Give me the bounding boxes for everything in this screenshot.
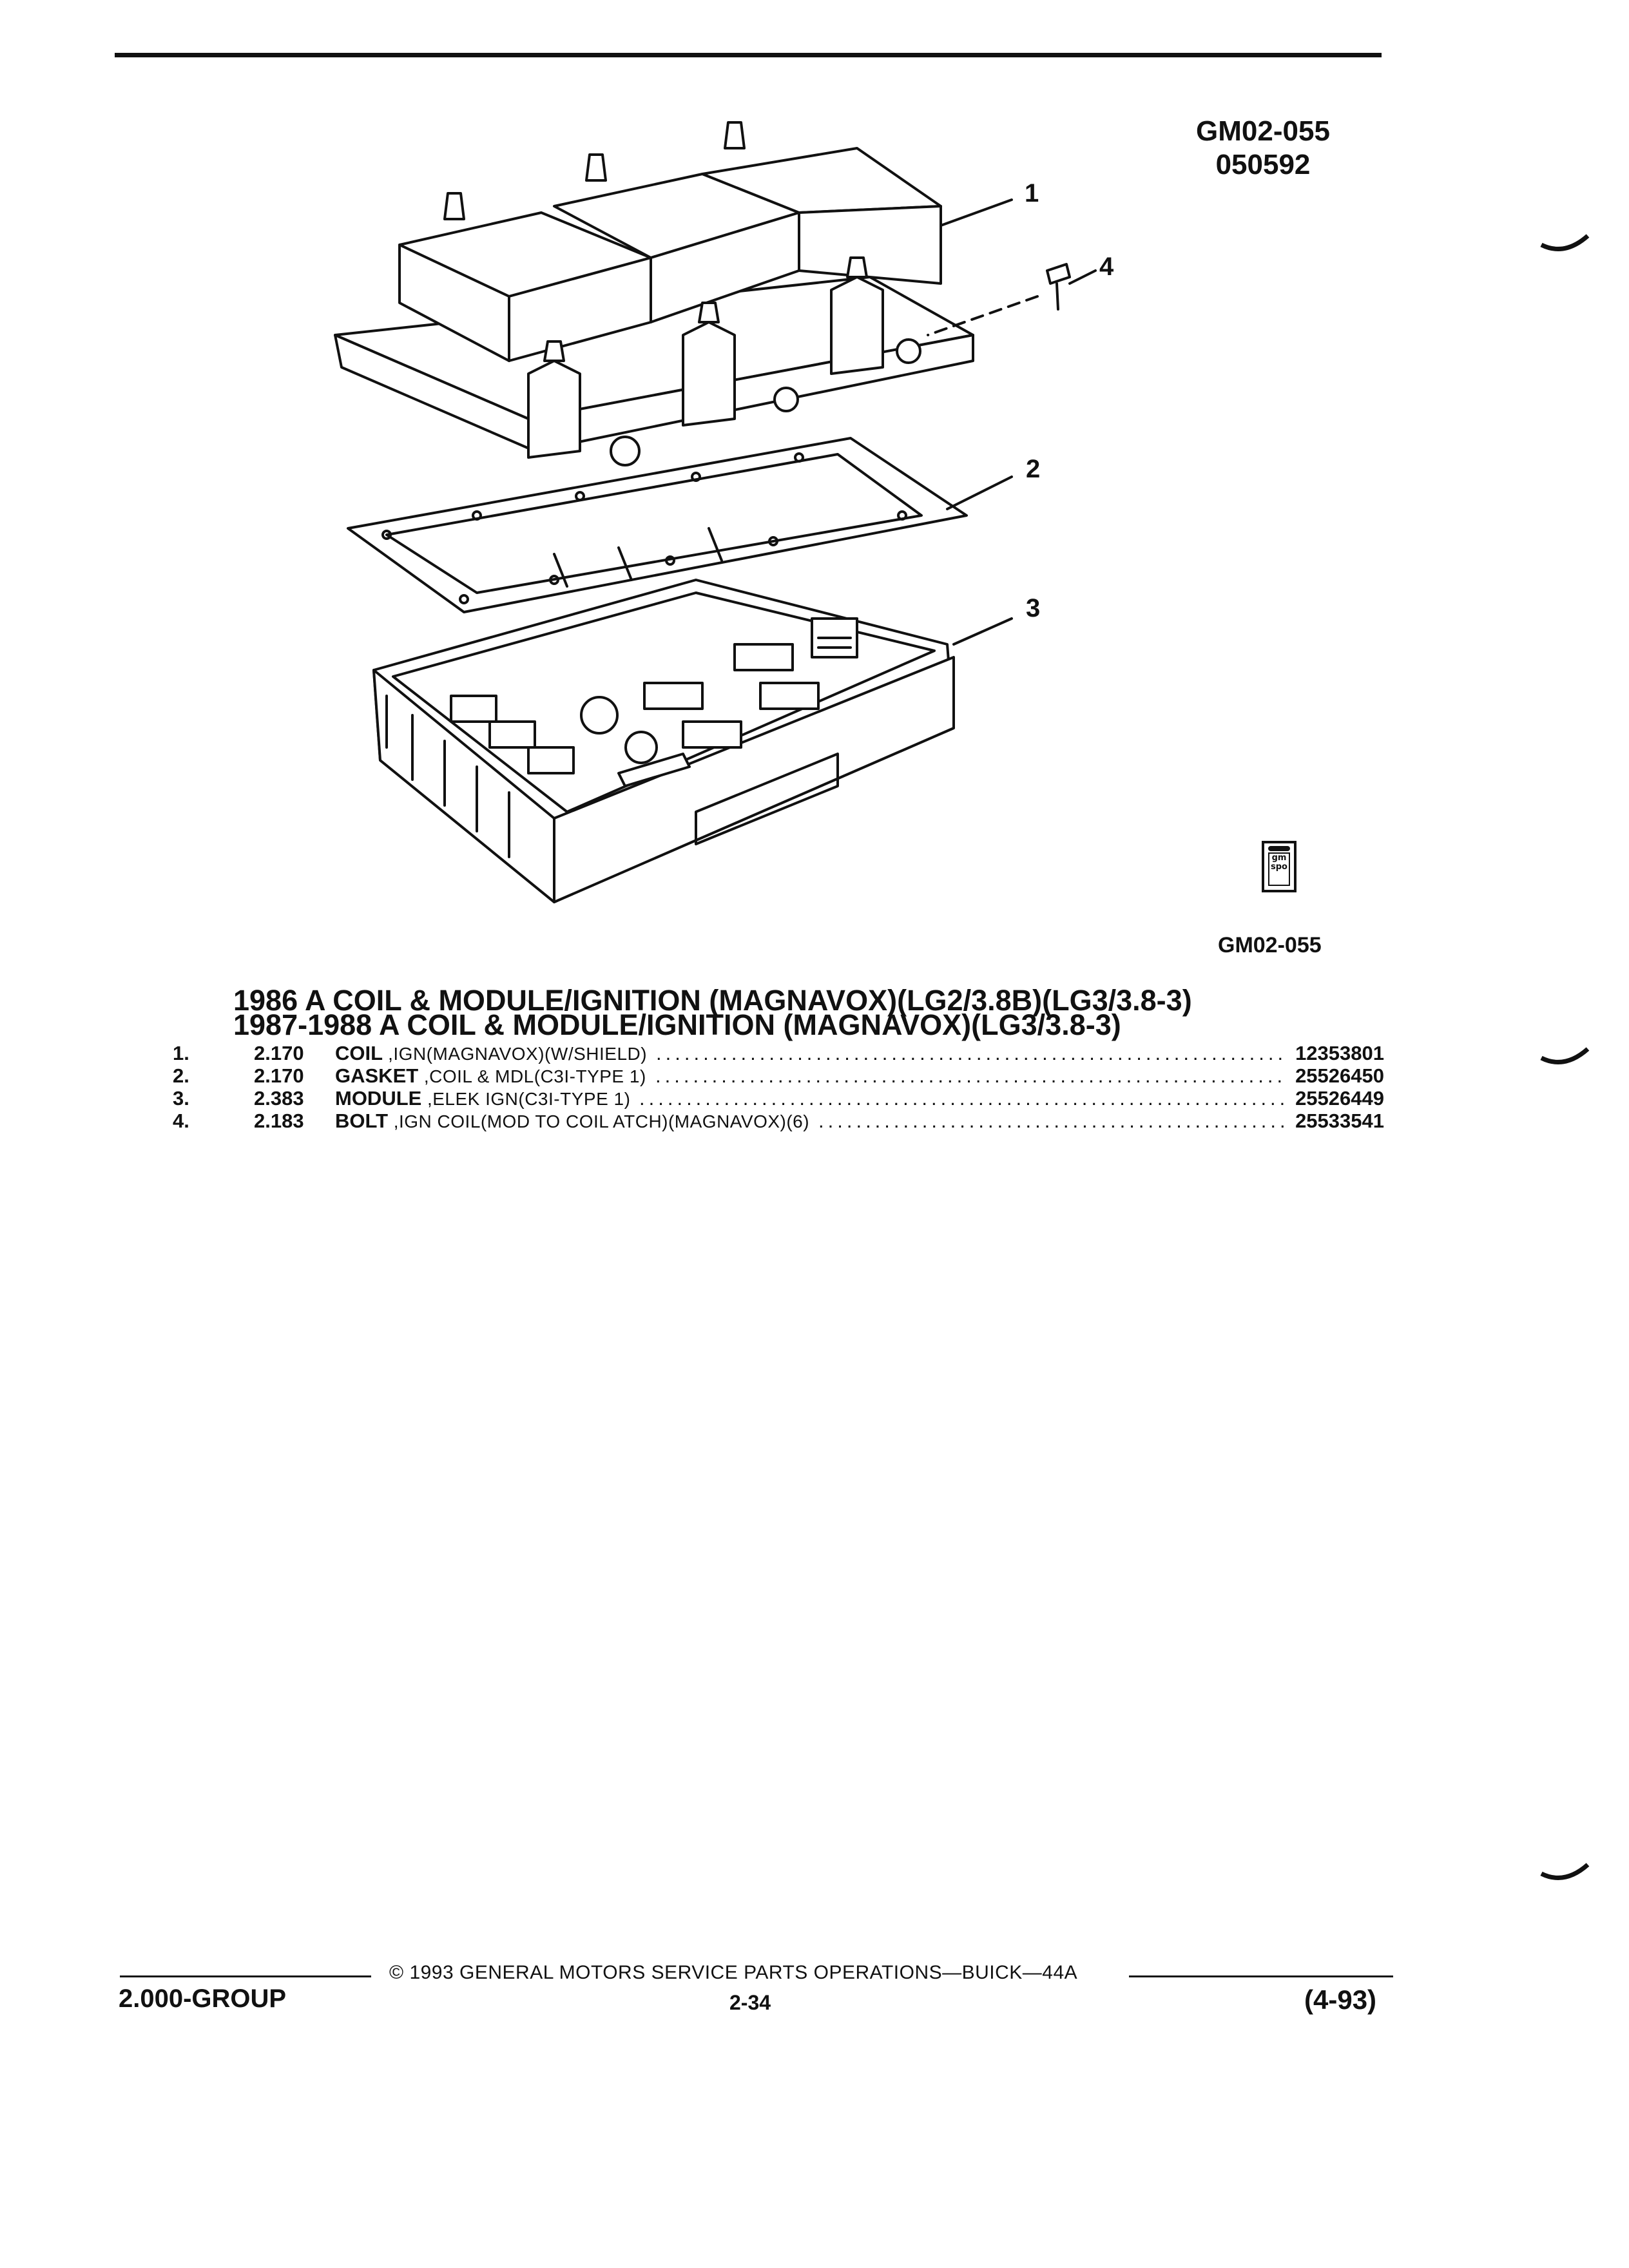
part-name: COIL xyxy=(335,1042,383,1064)
dot-leader: ........................................… xyxy=(818,1110,1286,1132)
parts-list: 1. 2.170 COIL ,IGN(MAGNAVOX)(W/SHIELD) 1… xyxy=(173,1042,1384,1132)
item-number: 2. xyxy=(173,1064,189,1087)
dot-leader: ........................................… xyxy=(639,1087,1286,1110)
title-line-2: 1987-1988 A COIL & MODULE/IGNITION (MAGN… xyxy=(233,1008,1121,1041)
callout-2: 2 xyxy=(1026,455,1041,483)
footer-rule-left xyxy=(120,1975,371,1977)
leader-line-2 xyxy=(946,476,1013,510)
group-number: 2.183 xyxy=(254,1110,304,1132)
part-description: COIL ,IGN(MAGNAVOX)(W/SHIELD) xyxy=(335,1042,647,1065)
list-item: 3. 2.383 MODULE ,ELEK IGN(C3I-TYPE 1) 25… xyxy=(173,1087,1384,1110)
coil-pack xyxy=(334,121,974,466)
header-ref: GM02-055 050592 xyxy=(1166,115,1360,182)
exploded-parts-diagram xyxy=(334,121,1097,903)
part-name: GASKET xyxy=(335,1064,419,1087)
part-name: BOLT xyxy=(335,1110,389,1132)
part-number: 12353801 xyxy=(1295,1042,1384,1064)
part-detail: ,IGN COIL(MOD TO COIL ATCH)(MAGNAVOX)(6) xyxy=(393,1111,810,1131)
footer-page-number: 2-34 xyxy=(729,1991,771,2014)
group-number: 2.383 xyxy=(254,1087,304,1110)
list-item: 1. 2.170 COIL ,IGN(MAGNAVOX)(W/SHIELD) 1… xyxy=(173,1042,1384,1064)
leader-line-4 xyxy=(1068,269,1097,285)
title-line-1: 1986 A COIL & MODULE/IGNITION (MAGNAVOX)… xyxy=(233,984,1192,1017)
leader-line-1 xyxy=(940,198,1013,227)
margin-mark xyxy=(1540,1863,1590,1880)
list-item: 2. 2.170 GASKET ,COIL & MDL(C3I-TYPE 1) … xyxy=(173,1064,1384,1087)
callout-1: 1 xyxy=(1025,179,1039,207)
footer-rule-right xyxy=(1129,1975,1393,1977)
ref-date: 050592 xyxy=(1215,149,1311,180)
part-description: BOLT ,IGN COIL(MOD TO COIL ATCH)(MAGNAVO… xyxy=(335,1110,809,1133)
part-detail: ,ELEK IGN(C3I-TYPE 1) xyxy=(427,1089,631,1109)
gasket xyxy=(347,437,968,613)
part-number: 25533541 xyxy=(1295,1110,1384,1132)
footer-date: (4-93) xyxy=(1304,1984,1377,2015)
group-number: 2.170 xyxy=(254,1064,304,1087)
part-detail: ,IGN(MAGNAVOX)(W/SHIELD) xyxy=(388,1044,648,1064)
module-housing xyxy=(372,579,955,903)
top-rule xyxy=(115,53,1382,57)
list-item: 4. 2.183 BOLT ,IGN COIL(MOD TO COIL ATCH… xyxy=(173,1110,1384,1132)
group-number: 2.170 xyxy=(254,1042,304,1064)
part-number: 25526449 xyxy=(1295,1087,1384,1110)
logo-line-1: gm xyxy=(1271,853,1287,863)
callout-3: 3 xyxy=(1026,594,1041,622)
part-description: GASKET ,COIL & MDL(C3I-TYPE 1) xyxy=(335,1064,646,1088)
margin-mark xyxy=(1540,234,1590,251)
bolt xyxy=(927,263,1071,336)
part-detail: ,COIL & MDL(C3I-TYPE 1) xyxy=(423,1066,646,1086)
part-number: 25526450 xyxy=(1295,1064,1384,1087)
callout-4: 4 xyxy=(1099,253,1114,281)
margin-mark xyxy=(1540,1047,1590,1064)
logo-line-2: spo xyxy=(1271,862,1287,872)
dot-leader: ........................................… xyxy=(656,1042,1286,1064)
ref-code: GM02-055 xyxy=(1196,115,1330,147)
part-name: MODULE xyxy=(335,1087,422,1110)
dot-leader: ........................................… xyxy=(655,1064,1286,1087)
part-description: MODULE ,ELEK IGN(C3I-TYPE 1) xyxy=(335,1087,630,1110)
item-number: 3. xyxy=(173,1087,189,1110)
item-number: 1. xyxy=(173,1042,189,1064)
leader-line-3 xyxy=(952,617,1013,646)
gm-spo-logo: gm spo xyxy=(1262,841,1296,892)
footer-copyright: © 1993 GENERAL MOTORS SERVICE PARTS OPER… xyxy=(389,1962,1078,1983)
figure-ref: GM02-055 xyxy=(1218,933,1322,957)
item-number: 4. xyxy=(173,1110,189,1132)
footer-group: 2.000-GROUP xyxy=(119,1984,287,2013)
